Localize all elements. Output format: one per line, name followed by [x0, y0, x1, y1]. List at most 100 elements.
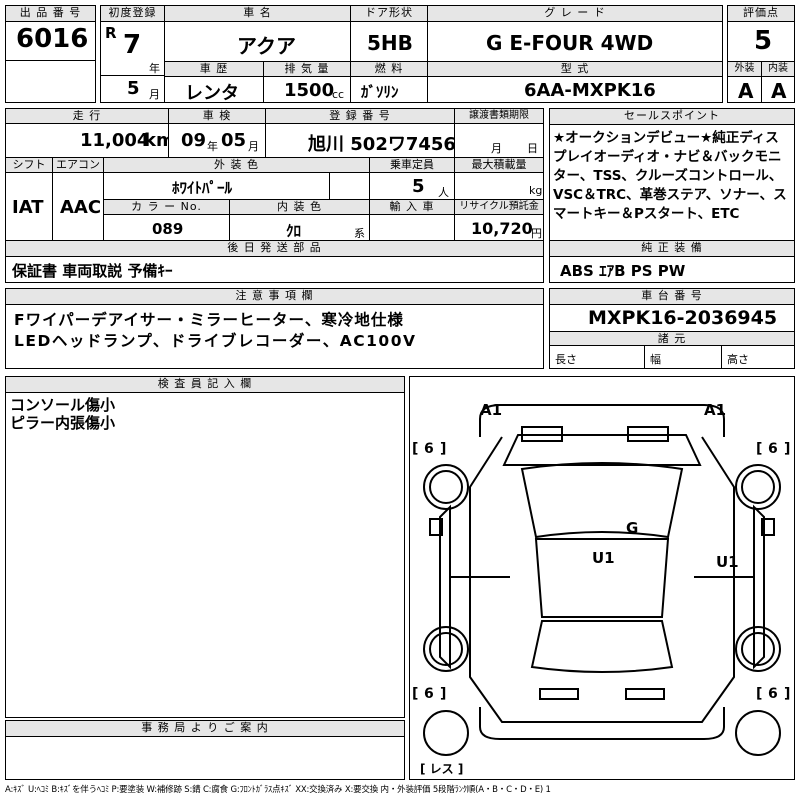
label-a1-right: A1	[704, 401, 726, 419]
model-cell: 6AA-MXPK16	[427, 76, 723, 103]
fuel-cell: ｶﾞｿﾘﾝ	[350, 76, 428, 103]
hood-outline	[502, 434, 702, 466]
left-mirror	[429, 518, 443, 536]
equipment-cell: ABS ｴｱB PS PW	[549, 256, 795, 283]
tire-rr: 6	[768, 686, 778, 702]
ext-color: ﾎﾜｲﾄﾊﾟｰﾙ	[172, 179, 233, 197]
grade: G E-FOUR 4WD	[486, 31, 654, 55]
bracket-fr-close: ]	[784, 441, 790, 457]
spare-wheel-left	[423, 710, 469, 756]
bracket-rr-close: ]	[784, 686, 790, 702]
transfer-cell: 月 日	[454, 123, 544, 158]
parts-cell: 保証書 車両取説 予備ｷｰ	[5, 256, 544, 283]
right-mirror	[761, 518, 775, 536]
bracket-fl-close: ]	[440, 441, 446, 457]
tire-fr: 6	[768, 441, 778, 457]
fuel: ｶﾞｿﾘﾝ	[361, 83, 399, 101]
front-left-wheel	[423, 464, 469, 510]
first-reg-cell: R 7 年	[100, 21, 165, 76]
color-no: 089	[152, 220, 184, 238]
model: 6AA-MXPK16	[524, 80, 656, 101]
chassis-number: MXPK16-2036945	[588, 307, 778, 329]
history: レンタ	[185, 83, 239, 104]
int-color-header: 内 装 色	[229, 199, 370, 215]
ac-cell: AAC	[52, 172, 104, 241]
transfer-month-unit: 月	[491, 142, 502, 155]
notes-header: 注 意 事 項 欄	[5, 288, 544, 305]
capacity-unit: 人	[438, 186, 449, 199]
capacity-header: 乗車定員	[369, 157, 455, 173]
front-right-wheel	[735, 464, 781, 510]
score-header: 評価点	[727, 5, 795, 22]
transfer-header: 譲渡書類期限	[454, 108, 544, 124]
mileage: 11,004	[80, 130, 150, 151]
bracket-rr-open: [	[756, 686, 762, 702]
width-cell: 幅	[644, 345, 722, 369]
height-label: 高さ	[727, 353, 749, 366]
inspector-line-1: コンソール傷小	[10, 396, 116, 414]
notes-line-2: LEDヘッドランプ、ドライブレコーダー、AC100V	[14, 332, 417, 350]
door-header: ドア形状	[350, 5, 428, 22]
equipment: ABS ｴｱB PS PW	[560, 262, 686, 280]
load-unit: kg	[529, 184, 543, 197]
length-cell: 長さ	[549, 345, 645, 369]
int-color-unit: 系	[354, 227, 365, 240]
bracket-rl-close: ]	[440, 686, 446, 702]
era: R	[105, 24, 117, 42]
capacity-cell: 5 人	[369, 172, 455, 200]
rear-bumper	[479, 707, 725, 740]
rear-plate-right	[625, 688, 665, 700]
first-reg-header: 初度登録	[100, 5, 165, 22]
ext-rating: A	[738, 79, 754, 103]
rear-left-hub	[429, 632, 463, 666]
model-header: 型 式	[427, 61, 723, 77]
history-cell: レンタ	[164, 76, 264, 104]
recycle-deposit: 10,720	[471, 219, 533, 238]
displacement-cell: 1500 cc	[263, 76, 351, 103]
damage-diagram-panel: A1 A1 G U1 U1 [ 6 ] [ 6 ] [ 6 ] [ 6 ] [ …	[409, 376, 795, 780]
ac: AAC	[60, 197, 102, 218]
km-unit: km	[144, 130, 175, 151]
notes-cell: Fワイパーデアイサー・ミラーヒーター、寒冷地仕様 LEDヘッドランプ、ドライブレ…	[5, 304, 544, 369]
displacement-header: 排 気 量	[263, 61, 351, 77]
sales-point-cell: ★オークションデビュー★純正ディスプレイオーディオ・ナビ＆バックモニター、TSS…	[549, 124, 795, 257]
label-u1-center: U1	[592, 549, 615, 567]
shift: IAT	[12, 197, 44, 218]
inspection-cell: 09 年 05 月	[168, 123, 266, 158]
bracket-rl-open: [	[412, 686, 418, 702]
first-reg-month: 5	[127, 78, 140, 99]
int-rating-cell: A	[761, 76, 795, 103]
recycle-cell: 10,720 円	[454, 214, 544, 241]
rear-plate	[539, 688, 579, 700]
inspection-year-unit: 年	[207, 140, 218, 153]
lot-number: 6016	[16, 24, 89, 54]
inspector-header: 検 査 員 記 入 欄	[5, 376, 405, 393]
left-side	[439, 504, 451, 670]
ext-color-cell: ﾎﾜｲﾄﾊﾟｰﾙ	[103, 172, 330, 200]
sales-point-text: ★オークションデビュー★純正ディスプレイオーディオ・ナビ＆バックモニター、TSS…	[553, 130, 787, 222]
rear-left-wheel	[423, 626, 469, 672]
bracket-fl-open: [	[412, 441, 418, 457]
front-bumper	[479, 404, 725, 437]
inspection-month-unit: 月	[248, 140, 259, 153]
rear-window	[530, 620, 674, 673]
rear-right-hub	[741, 632, 775, 666]
door-type: 5HB	[367, 31, 413, 55]
month-unit: 月	[149, 88, 160, 101]
import-header: 輸 入 車	[369, 199, 455, 215]
lot-blank-cell	[5, 60, 96, 103]
displacement: 1500	[284, 80, 335, 101]
length-label: 長さ	[555, 353, 577, 366]
ext-rating-cell: A	[727, 76, 762, 103]
bracket-fr-open: [	[756, 441, 762, 457]
inspector-line-2: ピラー内張傷小	[10, 414, 116, 432]
fuel-header: 燃 料	[350, 61, 428, 77]
inspector-cell: コンソール傷小 ピラー内張傷小	[5, 392, 405, 718]
dims-header: 諸 元	[549, 331, 795, 346]
mileage-cell: 11,004 km	[5, 123, 175, 158]
tire-rl: 6	[424, 686, 434, 702]
first-reg-year: 7	[123, 30, 142, 60]
right-side	[753, 504, 765, 670]
office-cell	[5, 736, 405, 780]
inspection-year: 09	[181, 130, 207, 151]
